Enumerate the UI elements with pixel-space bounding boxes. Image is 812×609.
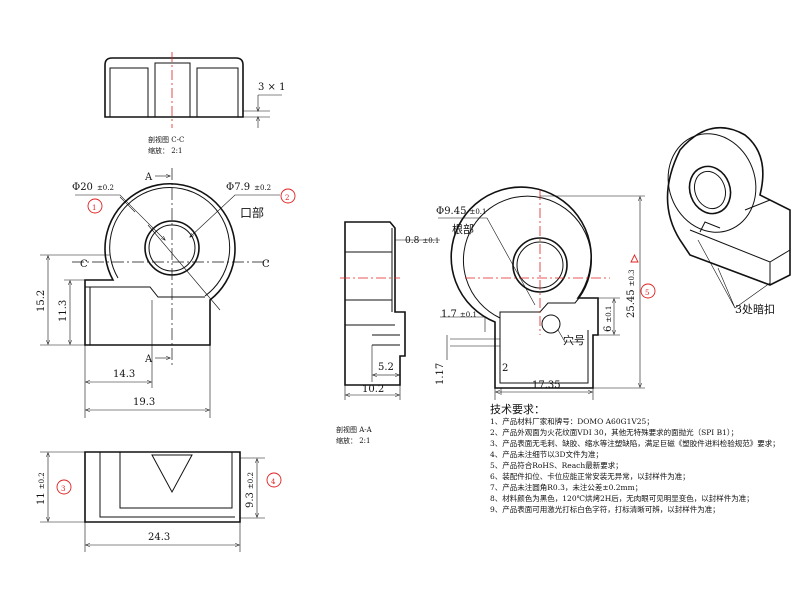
section-aa-title: 剖视图 A-A: [336, 425, 373, 434]
section-c-label-right: C: [262, 259, 270, 270]
inner-diameter: Φ7.9±0.2: [226, 182, 271, 193]
balloon-4: 4: [271, 478, 276, 486]
chamfer-dimension: 3 × 1: [258, 82, 285, 93]
dimension-10-2: 10.2: [362, 384, 384, 395]
balloon-5: 5: [645, 289, 649, 297]
requirement-item: 9、产品表面可用激光打标白色字符，打标清晰可辨，以封样件为准；: [490, 504, 720, 514]
requirement-item: 5、产品符合RoHS、Reach最新要求；: [490, 460, 623, 470]
balloon-3: 3: [61, 485, 65, 493]
requirement-item: 1、产品材料厂家和牌号：DOMO A60G1V25；: [490, 416, 654, 426]
top-view: A A C C Φ20±0.2 1 Φ7.9±0.2 2 口部 15.2 11.…: [36, 168, 296, 418]
root-diameter: Φ9.45±0.1: [436, 206, 486, 217]
height-base-dimension: 11.3: [58, 300, 69, 322]
requirement-item: 8、材料颜色为黑色，120℃烘烤2H后，无肉眼可见明显变色，以封样件为准；: [490, 493, 754, 503]
balloon-2: 2: [285, 194, 289, 202]
section-a-label: A: [144, 172, 153, 183]
section-view-aa: 0.8±0.1 5.2 10.2 剖视图 A-A 缩放： 2:1: [336, 221, 440, 445]
front-view: Φ9.45±0.1 根部 1.7±0.1 1.17 2 17.35 穴号 6±0…: [435, 186, 656, 400]
bottom-width-dimension: 24.3: [148, 532, 170, 543]
requirement-item: 6、装配件扣位、卡位应能正常安装无异常，以封样件为准；: [490, 471, 690, 481]
balloon-1: 1: [92, 204, 96, 212]
section-a-label-bottom: A: [144, 354, 153, 365]
root-note: 根部: [452, 222, 474, 236]
requirement-item: 3、产品表面无毛刺、缺胶、缩水等注塑缺陷，满足巨磁《塑胶件进料检验规范》要求；: [490, 438, 780, 448]
bottom-height-left: 11±0.2: [36, 472, 47, 505]
section-c-label-left: C: [80, 259, 88, 270]
technical-requirements: 技术要求： 1、产品材料厂家和牌号：DOMO A60G1V25； 2、产品外观面…: [490, 403, 780, 514]
requirement-item: 2、产品外观面为火花纹面VDI 30，其他无特殊要求的面抛光（SPI B1）；: [490, 427, 738, 437]
cavity-note: 穴号: [563, 333, 585, 347]
width-base-dimension: 14.3: [113, 369, 135, 380]
requirement-item: 7、产品未注圆角R0.3，未注公差±0.2mm；: [490, 482, 642, 492]
dimension-2: 2: [502, 363, 508, 374]
isometric-view: 3处暗扣: [666, 126, 791, 316]
outer-diameter: Φ20±0.2: [72, 182, 114, 193]
wall-thickness-dimension: 0.8±0.1: [405, 236, 439, 246]
opening-note: 口部: [240, 205, 264, 220]
dimension-17-35: 17.35: [532, 380, 561, 391]
snap-fit-note: 3处暗扣: [735, 302, 775, 316]
dimension-6: 6±0.1: [603, 306, 614, 332]
height-total-dimension: 15.2: [36, 290, 47, 312]
requirement-item: 4、产品未注细节以3D文件为准；: [490, 449, 603, 459]
dimension-5-2: 5.2: [378, 362, 394, 373]
section-cc-title: 剖视图 C-C: [148, 135, 184, 144]
bottom-view: 11±0.2 3 9.3±0.2 4 24.3: [36, 451, 282, 552]
section-view-cc: 3 × 1 剖视图 C-C 缩放： 2:1: [104, 52, 285, 155]
section-aa-scale: 缩放： 2:1: [336, 436, 371, 445]
bottom-height-right: 9.3±0.2: [245, 472, 256, 508]
section-cc-scale: 缩放： 2:1: [148, 146, 183, 155]
dimension-1-7: 1.7±0.1: [441, 309, 477, 320]
width-total-dimension: 19.3: [133, 397, 155, 408]
requirements-title: 技术要求：: [490, 403, 545, 416]
critical-triangle-icon: [630, 253, 639, 263]
dimension-1-17: 1.17: [435, 363, 446, 385]
dimension-25-45: 25.45±0.3: [626, 269, 637, 318]
